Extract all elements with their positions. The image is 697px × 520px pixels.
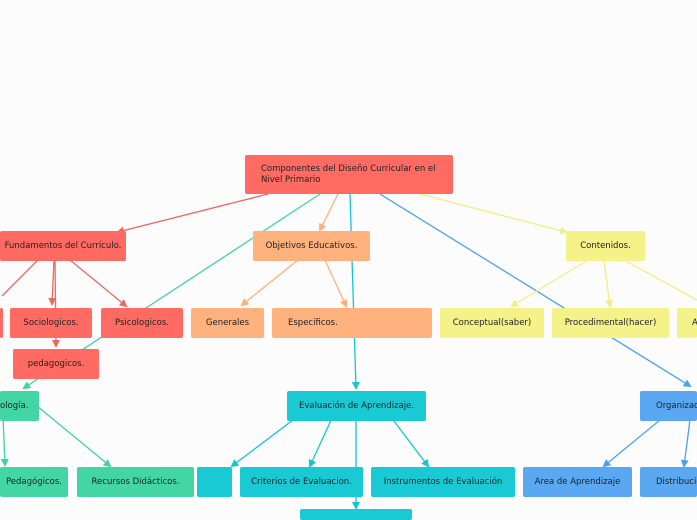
node-sociologicos-label: Sociologicos. (23, 317, 79, 328)
node-contenidos-label: Contenidos. (580, 240, 631, 251)
node-evaluacion[interactable]: Evaluación de Aprendizaje. (287, 391, 426, 421)
node-actitudinal-partial[interactable]: A (677, 308, 697, 338)
node-distribucion-label: Distribució (656, 476, 697, 487)
edge-obj-generales (240, 259, 299, 307)
node-sociologicos[interactable]: Sociologicos. (10, 308, 92, 338)
node-eval-empty[interactable] (197, 467, 232, 497)
node-organizacion-label: Organizac (656, 400, 697, 411)
edge-root-objetivos (319, 193, 339, 232)
node-pedagogicos-label: pedagogicos. (27, 358, 85, 369)
node-area[interactable]: Area de Aprendizaje (523, 467, 632, 497)
node-instrumentos-label: Instrumentos de Evaluación (383, 476, 503, 487)
node-conceptual-label: Conceptual(saber) (452, 317, 532, 328)
edge-root-evaluacion (349, 193, 360, 390)
node-criterios-label: Criterios de Evaluacion. (251, 476, 352, 487)
node-recursos[interactable]: Recursos Didácticos. (77, 467, 194, 497)
node-pedagogicos[interactable]: pedagogicos. (13, 349, 99, 379)
edge-root-fundamentos (116, 193, 269, 235)
edge-fund-psico (69, 259, 128, 308)
node-pedagogicos-2-label: Pedagógicos. (5, 476, 62, 487)
node-recursos-label: Recursos Didácticos. (91, 476, 180, 487)
node-generales[interactable]: Generales (191, 308, 264, 338)
node-root[interactable]: Componentes del Diseño Curricular en el … (245, 155, 453, 194)
node-area-label: Area de Aprendizaje (534, 476, 621, 487)
node-fund-left-partial[interactable] (0, 308, 3, 338)
node-root-label: Componentes del Diseño Curricular en el … (261, 164, 436, 185)
node-objetivos[interactable]: Objetivos Educativos. (253, 231, 370, 261)
node-psicologicos-label: Psicologicos. (115, 317, 169, 328)
node-organizacion-partial[interactable]: Organizac (640, 391, 697, 421)
edge-obj-especificos (324, 259, 348, 308)
edge-org-area (602, 419, 661, 468)
node-metodologia-label: ología. (0, 400, 29, 411)
edge-root-contenidos (419, 193, 568, 235)
node-generales-label: Generales (205, 317, 250, 328)
edge-cont-actitudinal (623, 259, 697, 301)
node-psicologicos[interactable]: Psicologicos. (101, 308, 183, 338)
node-criterios[interactable]: Criterios de Evaluacion. (240, 467, 363, 497)
node-contenidos[interactable]: Contenidos. (566, 231, 645, 261)
edge-fund-socio (48, 259, 57, 306)
node-procedimental[interactable]: Procedimental(hacer) (552, 308, 669, 338)
node-evaluacion-label: Evaluación de Aprendizaje. (298, 400, 415, 411)
node-objetivos-label: Objetivos Educativos. (265, 240, 358, 251)
edge-fund-left (1, 259, 39, 297)
node-eval-bottom[interactable] (300, 509, 412, 520)
node-actitudinal-label: A (692, 317, 697, 328)
node-fundamentos[interactable]: Fundamentos del Currículo. (0, 231, 126, 261)
node-pedagogicos-2[interactable]: Pedagógicos. (0, 467, 68, 497)
node-distribucion-partial[interactable]: Distribució (640, 467, 697, 497)
edge-cont-conceptual (510, 259, 589, 308)
node-instrumentos[interactable]: Instrumentos de Evaluación (371, 467, 515, 497)
node-conceptual[interactable]: Conceptual(saber) (440, 308, 544, 338)
node-especificos[interactable]: Especificos. (272, 308, 432, 338)
edge-cont-procedimental (603, 259, 614, 308)
edge-org-distribucion (680, 419, 691, 468)
node-metodologia-partial[interactable]: ología. (0, 391, 39, 421)
node-procedimental-label: Procedimental(hacer) (564, 317, 657, 328)
node-especificos-label: Especificos. (288, 317, 338, 328)
edge-root-organizacion (379, 193, 692, 388)
node-fundamentos-label: Fundamentos del Currículo. (4, 240, 122, 251)
